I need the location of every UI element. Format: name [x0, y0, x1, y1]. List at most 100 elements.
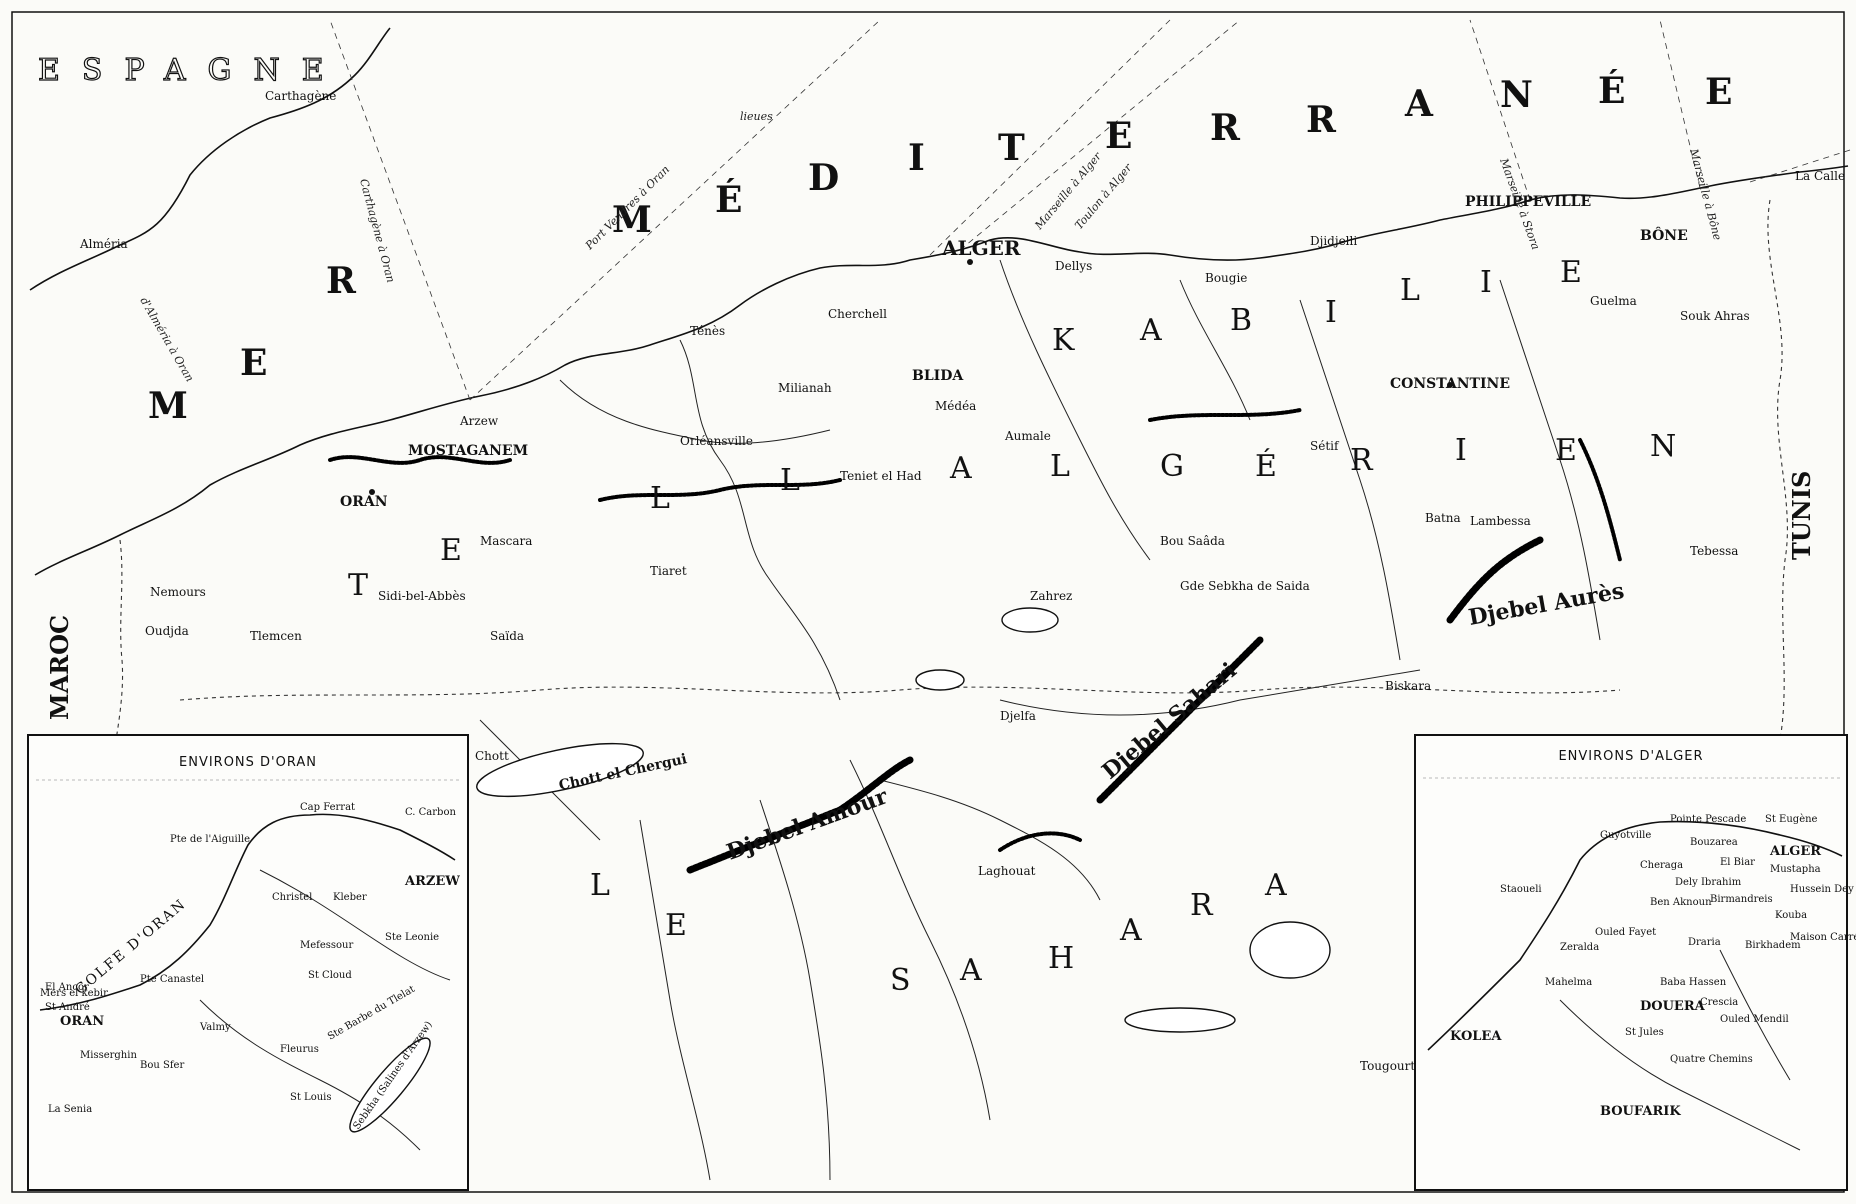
- svg-text:Cap Ferrat: Cap Ferrat: [300, 802, 355, 813]
- svg-text:Oudjda: Oudjda: [145, 624, 189, 638]
- svg-text:Ben Aknoun: Ben Aknoun: [1650, 897, 1712, 908]
- zahrez-lake: [1001, 607, 1059, 633]
- svg-text:Maison Carrée: Maison Carrée: [1790, 932, 1856, 943]
- svg-text:ARZEW: ARZEW: [404, 874, 460, 889]
- svg-text:Baba Hassen: Baba Hassen: [1660, 977, 1727, 988]
- svg-text:Tebessa: Tebessa: [1690, 544, 1738, 558]
- city-bone: BÔNE: [1640, 226, 1688, 244]
- svg-text:El Ancor: El Ancor: [45, 982, 89, 993]
- svg-text:B: B: [1230, 303, 1252, 338]
- svg-text:BOUFARIK: BOUFARIK: [1600, 1104, 1681, 1119]
- svg-text:Cheraga: Cheraga: [1640, 860, 1683, 871]
- spain-coastline: [29, 27, 391, 291]
- svg-text:É: É: [1598, 70, 1625, 112]
- svg-text:T: T: [348, 568, 368, 603]
- svg-text:ORAN: ORAN: [60, 1014, 104, 1029]
- svg-text:A: A: [1264, 868, 1287, 903]
- svg-text:Misserghin: Misserghin: [80, 1050, 137, 1061]
- svg-text:L: L: [1400, 273, 1420, 308]
- svg-text:É: É: [715, 179, 742, 221]
- svg-text:ALGER: ALGER: [1769, 844, 1821, 859]
- inset-alger-title: ENVIRONS D'ALGER: [1558, 749, 1703, 764]
- svg-text:La Calle: La Calle: [1795, 169, 1845, 183]
- svg-text:Marseille à Bône: Marseille à Bône: [1687, 146, 1724, 242]
- svg-text:É: É: [1255, 448, 1277, 484]
- svg-text:d'Alméria à Oran: d'Alméria à Oran: [137, 295, 196, 384]
- svg-text:DOUERA: DOUERA: [1640, 999, 1706, 1014]
- svg-text:M: M: [612, 199, 652, 241]
- svg-text:C. Carbon: C. Carbon: [405, 807, 456, 818]
- svg-text:I: I: [908, 137, 925, 179]
- mountain-relief: [328, 408, 1622, 874]
- svg-text:Pte Canastel: Pte Canastel: [140, 974, 204, 985]
- svg-text:Orléansville: Orléansville: [680, 434, 753, 448]
- svg-text:La Senia: La Senia: [48, 1104, 92, 1115]
- svg-text:I: I: [1480, 265, 1492, 300]
- svg-text:Carthagène: Carthagène: [265, 89, 336, 103]
- svg-text:R: R: [1350, 443, 1374, 478]
- svg-text:R: R: [1210, 107, 1241, 149]
- country-maroc: MAROC: [45, 615, 74, 720]
- svg-text:Médéa: Médéa: [935, 399, 976, 413]
- svg-text:S: S: [890, 963, 911, 998]
- svg-text:A: A: [949, 451, 972, 486]
- svg-text:El Biar: El Biar: [1720, 857, 1755, 868]
- svg-text:St Eugène: St Eugène: [1765, 814, 1818, 825]
- sea-name: M E R M É D I T E R R A N É E: [148, 70, 1732, 427]
- algeria-coastline: [34, 165, 1849, 576]
- svg-text:A: A: [959, 953, 982, 988]
- svg-text:Mahelma: Mahelma: [1545, 977, 1592, 988]
- region-tell: T E L L: [348, 463, 800, 603]
- svg-text:H: H: [1048, 941, 1074, 976]
- svg-text:Mers el kebir: Mers el kebir: [40, 988, 108, 999]
- svg-text:St Louis: St Louis: [290, 1092, 331, 1103]
- svg-text:R: R: [326, 260, 357, 302]
- inset-environs-oran: ENVIRONS D'ORAN GOLFE D'ORAN ORAN Cap Fe…: [27, 734, 469, 1191]
- svg-text:Tougourt: Tougourt: [1360, 1059, 1415, 1073]
- sahara-boundary: [179, 686, 1621, 701]
- svg-text:Christel: Christel: [272, 892, 312, 903]
- svg-text:St André: St André: [45, 1002, 90, 1013]
- svg-text:Ouled Mendil: Ouled Mendil: [1720, 1014, 1789, 1025]
- svg-text:A: A: [1139, 313, 1162, 348]
- region-atlas-algerien: A L G É R I E N: [949, 429, 1676, 486]
- svg-text:Mustapha: Mustapha: [1770, 864, 1821, 875]
- svg-text:Birmandreis: Birmandreis: [1710, 894, 1773, 905]
- inset-oran-title: ENVIRONS D'ORAN: [179, 755, 317, 770]
- city-mostaganem: MOSTAGANEM: [408, 443, 528, 459]
- svg-text:Hussein Dey: Hussein Dey: [1790, 884, 1854, 895]
- svg-text:Carthagène à Oran: Carthagène à Oran: [357, 177, 397, 284]
- svg-text:L: L: [650, 481, 670, 516]
- svg-text:Draria: Draria: [1688, 937, 1721, 948]
- svg-text:Zeralda: Zeralda: [1560, 942, 1599, 953]
- inset-environs-alger: ENVIRONS D'ALGER ALGER Pointe Pescade St…: [1414, 734, 1856, 1191]
- svg-text:Gde Sebkha de Saida: Gde Sebkha de Saida: [1180, 579, 1310, 593]
- svg-text:Teniet el Had: Teniet el Had: [840, 469, 922, 483]
- city-alger: ALGER: [941, 236, 1021, 260]
- svg-text:Fleurus: Fleurus: [280, 1044, 319, 1055]
- svg-text:Birkhadem: Birkhadem: [1745, 940, 1801, 951]
- svg-text:N: N: [1500, 74, 1533, 116]
- svg-text:M: M: [148, 385, 188, 427]
- svg-text:Guelma: Guelma: [1590, 294, 1637, 308]
- svg-text:K: K: [1052, 323, 1075, 358]
- svg-text:G: G: [1160, 449, 1184, 484]
- svg-text:Biskara: Biskara: [1385, 679, 1431, 693]
- svg-text:L: L: [1050, 449, 1070, 484]
- svg-text:E: E: [1560, 255, 1582, 290]
- svg-text:I: I: [1455, 433, 1467, 468]
- svg-text:Mascara: Mascara: [480, 534, 532, 548]
- svg-text:Tiaret: Tiaret: [650, 564, 687, 578]
- tunisia-border: [1767, 199, 1788, 741]
- svg-text:Pte de l'Aiguille: Pte de l'Aiguille: [170, 834, 250, 845]
- svg-text:Bou Saâda: Bou Saâda: [1160, 534, 1225, 548]
- country-tunis: TUNIS: [1787, 471, 1816, 560]
- svg-text:T: T: [998, 127, 1025, 169]
- svg-text:A: A: [1404, 83, 1434, 125]
- svg-text:Chott: Chott: [475, 749, 509, 763]
- svg-text:Djidjelli: Djidjelli: [1310, 234, 1357, 248]
- svg-text:Crescia: Crescia: [1700, 997, 1738, 1008]
- svg-text:N: N: [1650, 429, 1676, 464]
- route-labels: Marseille à Alger Toulon à Alger Port Ve…: [137, 110, 1724, 384]
